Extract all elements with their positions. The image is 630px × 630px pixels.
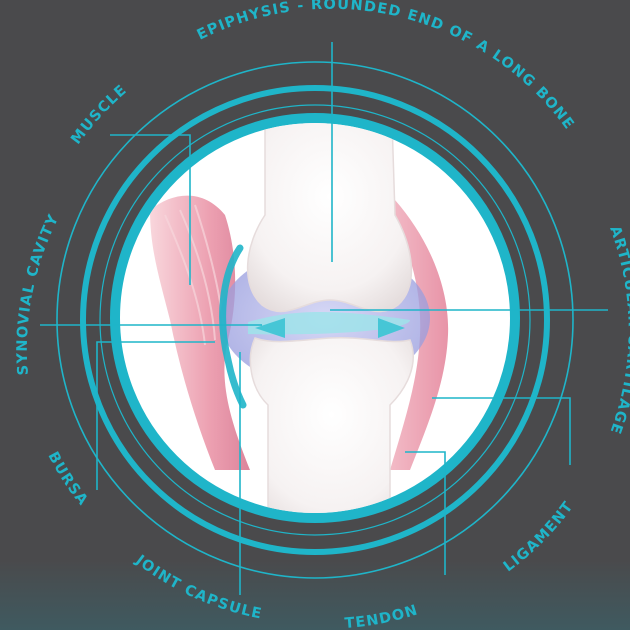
label-articular-cartilage: ARTICULAR CARTILAGE — [606, 224, 630, 437]
label-synovial-cavity: SYNOVIAL CAVITY — [15, 212, 63, 376]
label-muscle: MUSCLE — [68, 82, 130, 148]
label-bursa: BURSA — [44, 449, 91, 509]
background-band — [0, 560, 630, 630]
label-epiphysis: EPIPHYSIS - ROUNDED END OF A LONG BONE — [195, 0, 577, 133]
femur-epiphysis — [248, 120, 412, 311]
